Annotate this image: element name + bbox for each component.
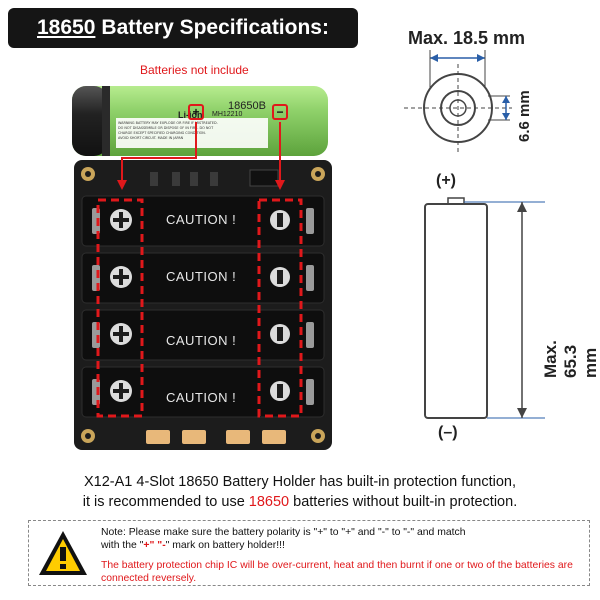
description-line-2-pre: it is recommended to use [82, 494, 249, 510]
description-line-2-highlight: 18650 [248, 494, 290, 510]
positive-terminal-label: (+) [436, 172, 456, 189]
battery-minus-marker: − [272, 104, 288, 120]
battery-code-label: MH12210 [212, 111, 243, 118]
battery-model-label: 18650B [228, 100, 266, 112]
description-line-2-post: batteries without built-in protection. [289, 494, 518, 510]
battery-plus-marker: + [188, 104, 204, 120]
svg-text:CHARGE EXCEPT SPECIFIED CHARGI: CHARGE EXCEPT SPECIFIED CHARGING CONDITI… [118, 131, 206, 135]
battery-holder-board [74, 160, 332, 450]
description-line-1: X12-A1 4-Slot 18650 Battery Holder has b… [83, 474, 517, 490]
warning-note-b-pre: with the " [101, 540, 144, 551]
title-text: Battery Specifications: [101, 16, 329, 39]
warning-note-b-highlight: +" "- [143, 540, 166, 551]
description-line-2: it is recommended to use 18650 batteries… [0, 492, 600, 512]
battery-chem-label: Li-ion [178, 110, 203, 120]
plus-icon: + [192, 105, 200, 119]
svg-text:AVOID SHORT CIRCUIT. MADE IN J: AVOID SHORT CIRCUIT. MADE IN JAPAN [118, 136, 184, 140]
slot-4-caution: CAUTION ! [166, 390, 237, 405]
title-model: 18650 [37, 16, 96, 39]
description: X12-A1 4-Slot 18650 Battery Holder has b… [0, 472, 600, 512]
minus-icon: − [276, 105, 284, 119]
batteries-note: Batteries not include [140, 63, 249, 77]
battery-side-diagram [424, 197, 545, 419]
svg-text:WARNING BATTERY MAY EXPLODE OR: WARNING BATTERY MAY EXPLODE OR FIRE IF M… [118, 121, 218, 125]
warning-alert: The battery protection chip IC will be o… [101, 560, 573, 584]
warning-note-line-b: with the "+" "-" mark on battery holder!… [101, 539, 581, 552]
battery-end-diagram [404, 50, 512, 152]
warning-note: Note: Please make sure the battery polar… [101, 526, 581, 552]
title-banner: 18650 Battery Specifications: [8, 8, 358, 48]
slot-2-caution: CAUTION ! [166, 269, 237, 284]
negative-terminal-label: (–) [438, 424, 458, 441]
warning-note-line-a: Note: Please make sure the battery polar… [101, 527, 466, 538]
length-label: Max. 65.3 mm [541, 340, 600, 378]
battery-illustration: WARNING BATTERY MAY EXPLODE OR FIRE IF M… [72, 86, 328, 156]
terminal-size-label: 6.6 mm [516, 90, 533, 142]
diameter-label: Max. 18.5 mm [408, 28, 526, 48]
warning-triangle-icon [39, 531, 87, 575]
slot-1-caution: CAUTION ! [166, 212, 237, 227]
slot-3-caution: CAUTION ! [166, 333, 237, 348]
warning-box: Note: Please make sure the battery polar… [28, 520, 590, 586]
warning-note-b-post: " mark on battery holder!!! [165, 540, 285, 551]
svg-text:DO NOT DISASSEMBLE OR DISPOSE: DO NOT DISASSEMBLE OR DISPOSE OF IN FIRE… [118, 126, 214, 130]
